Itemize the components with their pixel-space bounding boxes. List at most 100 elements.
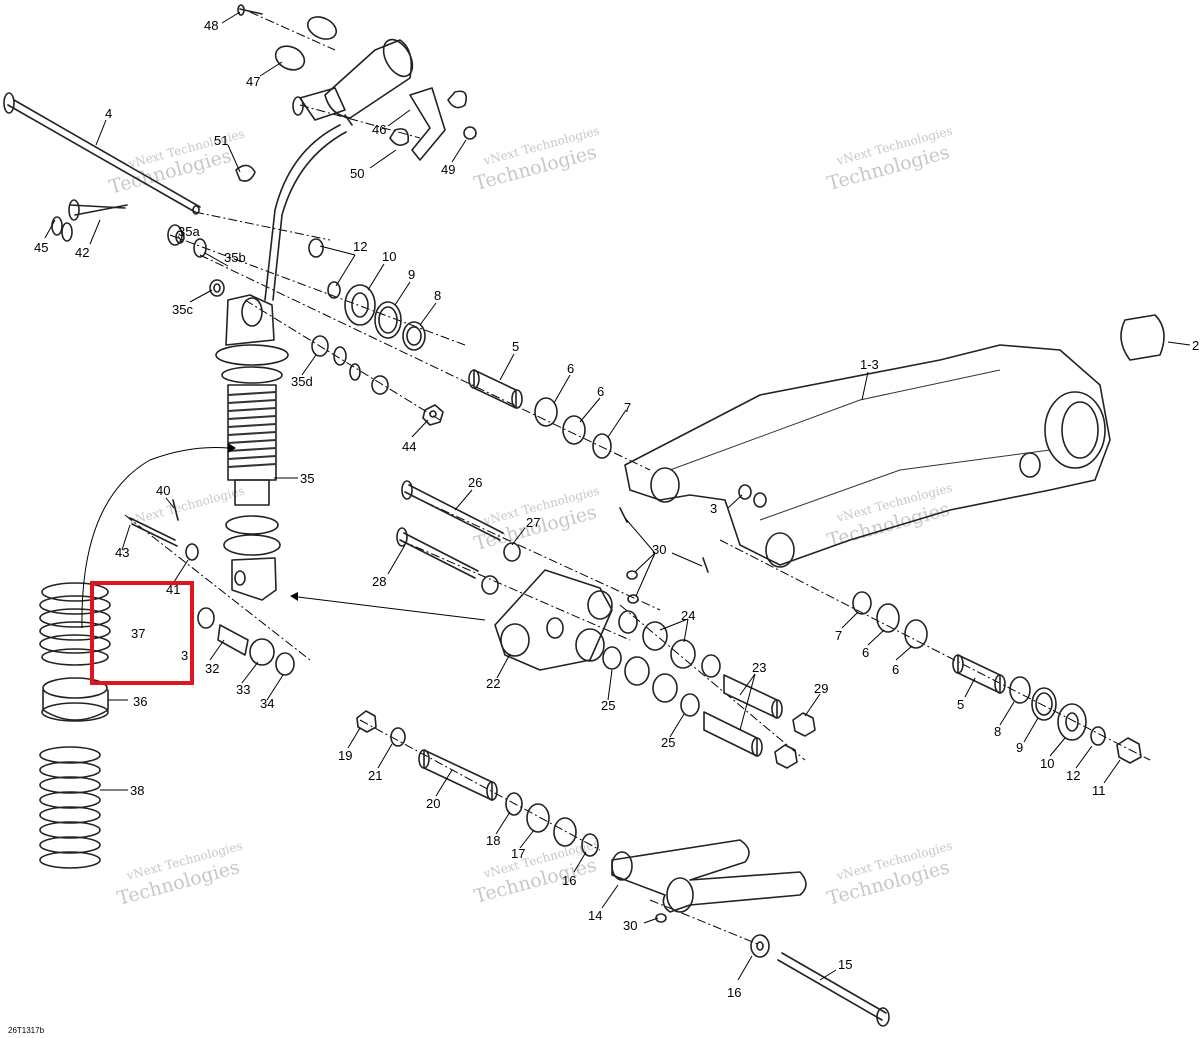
part-38-spring [39,746,101,869]
highlight-box [90,581,194,685]
callout-label: 6 [567,361,574,376]
callout-label: 12 [1066,768,1080,783]
part-8-ring [402,321,426,351]
callout-label: 34 [260,696,274,711]
callout-label: 4 [105,106,112,121]
part-36-retainer [41,677,109,722]
part-9-ring [374,301,402,339]
callout-label: 3 [710,501,717,516]
part-2-cap [1120,314,1165,361]
part-21-washer [390,727,406,747]
callout-label: 20 [426,796,440,811]
callout-label: 42 [75,245,89,260]
callout-label: 51 [214,133,228,148]
part-11-nut [1116,737,1142,764]
part-20-sleeve [418,749,498,801]
callout-label: 23 [752,660,766,675]
callout-label: 21 [368,768,382,783]
part-5-sleeve-lower [952,654,1006,694]
part-1-3-swing-arm [624,344,1111,568]
callout-label: 9 [408,267,415,282]
callout-label: 5 [957,697,964,712]
callout-label: 6 [862,645,869,660]
callout-label: 5 [512,339,519,354]
callout-label: 47 [246,74,260,89]
callout-label: 3 [181,648,188,663]
part-4-bolt [3,92,201,215]
callout-label: 29 [814,681,828,696]
part-35-shock-absorber [215,294,289,601]
part-42-bolt [68,199,128,221]
part-35c-washer [209,279,225,297]
part-6-bearing [534,397,586,445]
part-43-bolt [129,517,178,547]
callout-label: 40 [156,483,170,498]
part-40-grease-fitting [172,499,179,521]
part-3-seal [197,607,215,629]
part-3-fitting [738,484,767,508]
callout-label: 10 [382,249,396,264]
callout-label: 48 [204,18,218,33]
part-9-ring-lower [1031,687,1057,721]
callout-label: 8 [434,288,441,303]
callout-label: 6 [892,662,899,677]
callout-label: 14 [588,908,602,923]
part-12-washer-lower [1090,726,1106,746]
part-12-washer [308,238,341,299]
callout-label: 8 [994,724,1001,739]
part-44-nut [422,404,444,426]
part-reservoir [292,38,414,126]
callout-label: 6 [597,384,604,399]
part-17-bearing [526,803,577,847]
callout-label: 12 [353,239,367,254]
part-30-fitting [619,507,709,604]
callout-label: 35d [291,374,313,389]
callout-label: 28 [372,574,386,589]
callout-label: 30 [652,542,666,557]
part-30-fitting-lower [655,913,667,923]
callout-label: 19 [338,748,352,763]
callout-label: 7 [835,628,842,643]
part-35d-bushing [311,335,361,381]
callout-label: 22 [486,676,500,691]
callout-label: 32 [205,661,219,676]
callout-label: 33 [236,682,250,697]
part-15-bolt [777,952,890,1027]
callout-label: 43 [115,545,129,560]
callout-label: 17 [511,846,525,861]
part-34-seal [275,652,295,676]
part-32-sleeve [217,624,249,656]
part-23-sleeve [703,674,783,757]
callout-label: 49 [441,162,455,177]
part-8-ring-lower [1009,676,1031,704]
part-24-bearing [624,621,696,703]
callout-label: 24 [681,608,695,623]
part-46-bracket [389,87,477,161]
callout-label: 36 [133,694,147,709]
part-29-nut [774,712,816,769]
callout-label: 41 [166,582,180,597]
part-10-seal-lower [1057,703,1087,741]
part-5-sleeve [468,369,523,409]
part-16-seal [581,833,599,857]
part-shock-hose [264,124,347,301]
callout-label: 10 [1040,756,1054,771]
part-10-seal [344,284,376,326]
part-35a-bushing [167,224,185,246]
callout-leaders [44,11,1191,981]
callout-label: 45 [34,240,48,255]
part-nut [371,375,389,395]
callout-label: 16 [562,873,576,888]
callout-label: 50 [350,166,364,181]
callout-labels: 48 47 46 49 50 51 4 42 45 35a 35b 35c 12… [34,18,1199,1000]
callout-label: 35 [300,471,314,486]
part-19-nut [356,710,377,733]
part-18-seal [505,792,523,816]
part-51-clip [235,164,256,182]
callout-label: 35a [178,224,200,239]
callout-label: 35b [224,250,246,265]
part-16-washer [750,934,770,958]
part-28-bolt [396,527,479,579]
assembly-center-lines [124,11,1151,946]
